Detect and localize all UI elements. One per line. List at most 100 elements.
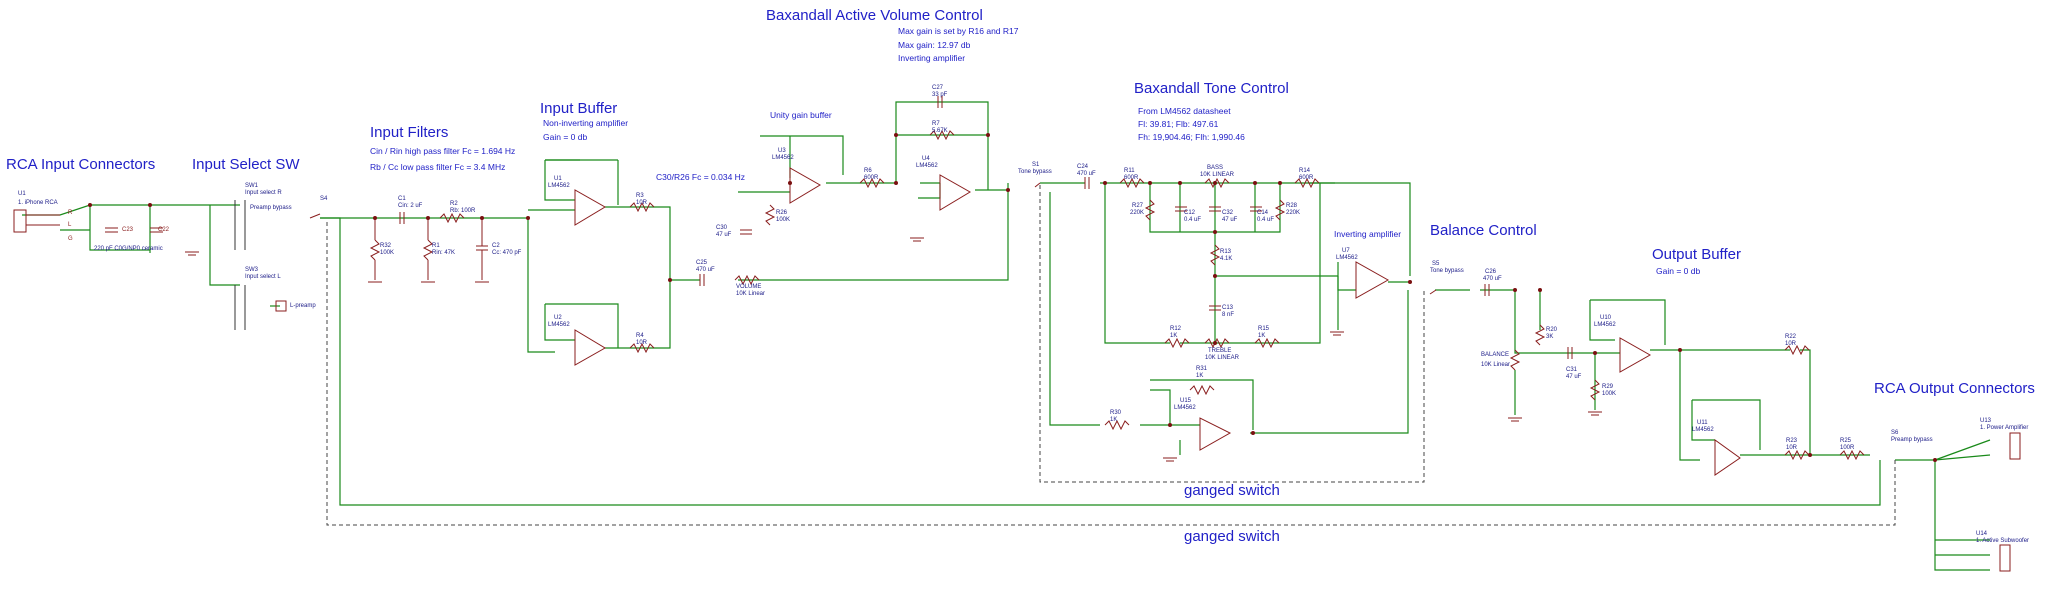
label-r2: R2 [450, 201, 458, 207]
label-r15-val: 1K [1258, 333, 1266, 339]
label-sw1: SW1 [245, 183, 259, 189]
label-r23: R23 [1786, 438, 1798, 444]
label-r27-val: 220K [1130, 210, 1145, 216]
label-c26-val: 470 uF [1483, 276, 1502, 282]
label-r22-val: 10R [1785, 341, 1797, 347]
note-buffer-2: Gain = 0 db [543, 132, 588, 142]
label-r26-val: 100K [776, 217, 791, 223]
note-volume-1: Max gain is set by R16 and R17 [898, 26, 1019, 36]
label-c12-val: 0.4 uF [1184, 217, 1202, 223]
label-u4: U4 [922, 156, 930, 162]
label-r1: R1 [432, 243, 440, 249]
label-u1b: U1 [554, 176, 562, 182]
label-c30-val: 47 uF [716, 232, 732, 238]
label-u11-part: LM4562 [1692, 427, 1714, 433]
label-s6: S6 [1891, 430, 1899, 436]
title-balance: Balance Control [1430, 222, 1537, 239]
label-sw3-desc: Input select L [245, 274, 281, 280]
label-r20: R20 [1546, 327, 1558, 333]
label-r3: R3 [636, 193, 644, 199]
label-r12: R12 [1170, 326, 1182, 332]
label-c32-val: 47 uF [1222, 217, 1238, 223]
note-volume-2: Max gain: 12.97 db [898, 40, 971, 50]
label-c1: C1 [398, 196, 406, 202]
note-filters-2: Rb / Cc low pass filter Fc = 3.4 MHz [370, 162, 506, 172]
label-r2-val: Rb: 100R [450, 208, 476, 214]
label-balance-val: 10K Linear [1481, 362, 1511, 368]
label-u11: U11 [1697, 420, 1708, 426]
label-r6: R6 [864, 168, 872, 174]
label-c32: C32 [1222, 210, 1234, 216]
label-r7-val: 5.67K [932, 128, 948, 134]
label-r11: R11 [1124, 168, 1135, 174]
note-output-gain: Gain = 0 db [1656, 266, 1701, 276]
label-sw3: SW3 [245, 267, 259, 273]
label-r7: R7 [932, 121, 940, 127]
note-volume-3: Inverting amplifier [898, 53, 966, 63]
label-c22: C22 [158, 227, 170, 233]
note-tone-1: From LM4562 datasheet [1138, 106, 1231, 116]
label-c24-val: 470 uF [1077, 171, 1096, 177]
label-r27: R27 [1132, 203, 1144, 209]
label-u3: U3 [778, 148, 786, 154]
label-u2-part: LM4562 [548, 322, 570, 328]
label-u3-part: LM4562 [772, 155, 794, 161]
label-u14: U14 [1976, 531, 1988, 537]
label-r31-val: 1K [1196, 373, 1204, 379]
label-c26: C26 [1485, 269, 1497, 275]
label-c13-val: 8 nF [1222, 312, 1235, 318]
label-r25-val: 100R [1840, 445, 1855, 451]
label-c14-val: 0.4 uF [1257, 217, 1275, 223]
label-u14-desc: 1. Active Subwoofer [1976, 538, 2030, 544]
label-balance: BALANCE [1481, 352, 1510, 358]
pin-r: R [68, 210, 73, 216]
note-buffer-1: Non-inverting amplifier [543, 118, 629, 128]
label-r4-val: 10R [636, 340, 648, 346]
label-r28: R28 [1286, 203, 1298, 209]
label-c27: C27 [932, 85, 944, 91]
label-r13: R13 [1220, 249, 1232, 255]
label-c31-val: 47 uF [1566, 374, 1582, 380]
label-r30-val: 1K [1110, 417, 1118, 423]
note-inverting: Inverting amplifier [1334, 229, 1402, 239]
label-c1-val: Cin: 2 uF [398, 203, 423, 209]
ganged-switch-lines [326, 185, 1896, 526]
label-r23-val: 10R [1786, 445, 1798, 451]
label-r22: R22 [1785, 334, 1797, 340]
label-c2-val: Cc: 470 pF [492, 250, 522, 256]
junctions [88, 133, 1937, 462]
note-c30: C30/R26 Fc = 0.034 Hz [656, 172, 746, 182]
title-tone: Baxandall Tone Control [1134, 80, 1289, 97]
label-r25: R25 [1840, 438, 1852, 444]
label-u7-part: LM4562 [1336, 255, 1358, 261]
pin-l: L [68, 222, 72, 228]
label-s1: S1 [1032, 162, 1040, 168]
label-u7: U7 [1342, 248, 1350, 254]
label-u10-part: LM4562 [1594, 322, 1616, 328]
label-u15-part: LM4562 [1174, 405, 1196, 411]
label-c31: C31 [1566, 367, 1578, 373]
label-bass: BASS [1207, 165, 1224, 171]
title-output-buffer: Output Buffer [1652, 246, 1741, 263]
ganged-switch-label-1: ganged switch [1184, 482, 1280, 499]
title-rca-output: RCA Output Connectors [1874, 380, 2035, 397]
label-c23: C23 [122, 227, 134, 233]
title-rca-input: RCA Input Connectors [6, 156, 156, 173]
label-r26: R26 [776, 210, 788, 216]
label-c12: C12 [1184, 210, 1196, 216]
note-tone-3: Fh: 19,904.46; Flh: 1,990.46 [1138, 132, 1245, 142]
label-r32-val: 100K [380, 250, 395, 256]
label-r13-val: 4.1K [1220, 256, 1233, 262]
label-s4: S4 [320, 196, 328, 202]
label-r12-val: 1K [1170, 333, 1178, 339]
note-unity: Unity gain buffer [770, 110, 832, 120]
label-u1: U1 [18, 191, 26, 197]
label-c30: C30 [716, 225, 728, 231]
label-c2: C2 [492, 243, 500, 249]
label-r30: R30 [1110, 410, 1122, 416]
label-r14-val: 600R [1299, 175, 1314, 181]
label-s5-desc: Tone bypass [1430, 268, 1464, 274]
wire-net [22, 101, 1991, 571]
note-tone-2: Fl: 39.81; Flb: 497.61 [1138, 119, 1219, 129]
label-c13: C13 [1222, 305, 1234, 311]
